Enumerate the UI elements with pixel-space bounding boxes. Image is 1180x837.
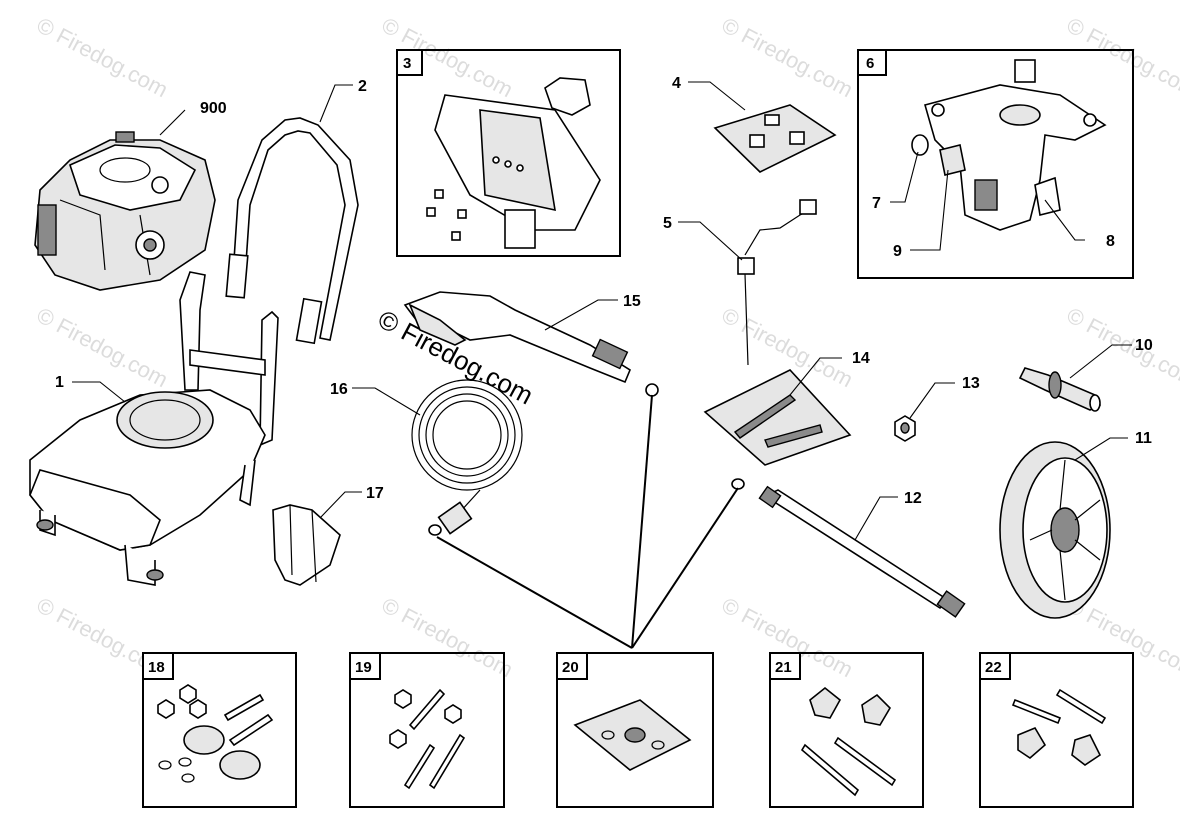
pump-part[interactable] — [911, 59, 1107, 231]
hardware-21 — [800, 686, 897, 797]
box-number-tag — [396, 49, 423, 76]
callout-3: 3 — [403, 55, 411, 72]
hardware-19 — [389, 688, 466, 790]
hardware-18 — [157, 684, 274, 783]
control-panel-part[interactable] — [434, 77, 601, 249]
box-number-tag — [142, 652, 174, 680]
callout-8: 8 — [1106, 233, 1115, 250]
panel-kit-box[interactable] — [396, 49, 621, 257]
engine-part[interactable] — [34, 131, 216, 291]
watermark: © Firedog.com — [718, 12, 857, 102]
callout-22: 22 — [985, 659, 1002, 676]
pump-kit-box[interactable] — [857, 49, 1134, 279]
handle-part[interactable] — [225, 117, 359, 345]
holder-part[interactable] — [272, 504, 341, 586]
hose-part[interactable] — [411, 379, 523, 536]
watermark: © Firedog.com — [33, 12, 172, 102]
wheel-part[interactable] — [999, 441, 1111, 619]
callout-21: 21 — [775, 659, 792, 676]
callout-14: 14 — [852, 350, 870, 367]
leader-line — [436, 536, 633, 649]
nut-part[interactable] — [894, 415, 916, 442]
callout-19: 19 — [355, 659, 372, 676]
callout-20: 20 — [562, 659, 579, 676]
screws — [426, 189, 467, 241]
kit-box-19[interactable] — [349, 652, 505, 808]
kit-box-22[interactable] — [979, 652, 1134, 808]
callout-1: 1 — [55, 374, 64, 391]
kit-box-21[interactable] — [769, 652, 924, 808]
callout-4: 4 — [672, 75, 681, 92]
callout-9: 9 — [893, 243, 902, 260]
nozzle-bag-part[interactable] — [703, 369, 852, 466]
box-number-tag — [769, 652, 801, 680]
callout-17: 17 — [366, 485, 384, 502]
sensor-part[interactable] — [737, 199, 817, 366]
callout-12: 12 — [904, 490, 922, 507]
box-number-tag — [556, 652, 588, 680]
oring-bag-part — [573, 699, 692, 771]
callout-15: 15 — [623, 293, 641, 310]
callout-2: 2 — [358, 78, 367, 95]
box-number-tag — [979, 652, 1011, 680]
callout-6: 6 — [866, 55, 874, 72]
callout-13: 13 — [962, 375, 980, 392]
callout-900: 900 — [200, 100, 227, 117]
box-number-tag — [857, 49, 887, 76]
leader-line — [631, 487, 739, 649]
callout-10: 10 — [1135, 337, 1153, 354]
kit-box-20[interactable] — [556, 652, 714, 808]
frame-part[interactable] — [29, 271, 279, 586]
callout-5: 5 — [663, 215, 672, 232]
leader-line — [631, 394, 653, 649]
box-number-tag — [349, 652, 381, 680]
callout-7: 7 — [872, 195, 881, 212]
wand-part[interactable] — [731, 478, 966, 618]
spray-gun-part[interactable] — [403, 291, 659, 397]
callout-16: 16 — [330, 381, 348, 398]
bag-part[interactable] — [713, 104, 837, 173]
watermark: © Firedog.com — [1063, 12, 1180, 102]
watermark: © Firedog.com — [378, 592, 517, 682]
axle-part[interactable] — [1018, 367, 1102, 412]
hardware-22 — [1011, 688, 1107, 766]
callout-11: 11 — [1135, 430, 1152, 447]
kit-box-18[interactable] — [142, 652, 297, 808]
watermark: © Firedog.com — [33, 302, 172, 392]
watermark: © Firedog.com — [1063, 302, 1180, 392]
callout-18: 18 — [148, 659, 165, 676]
